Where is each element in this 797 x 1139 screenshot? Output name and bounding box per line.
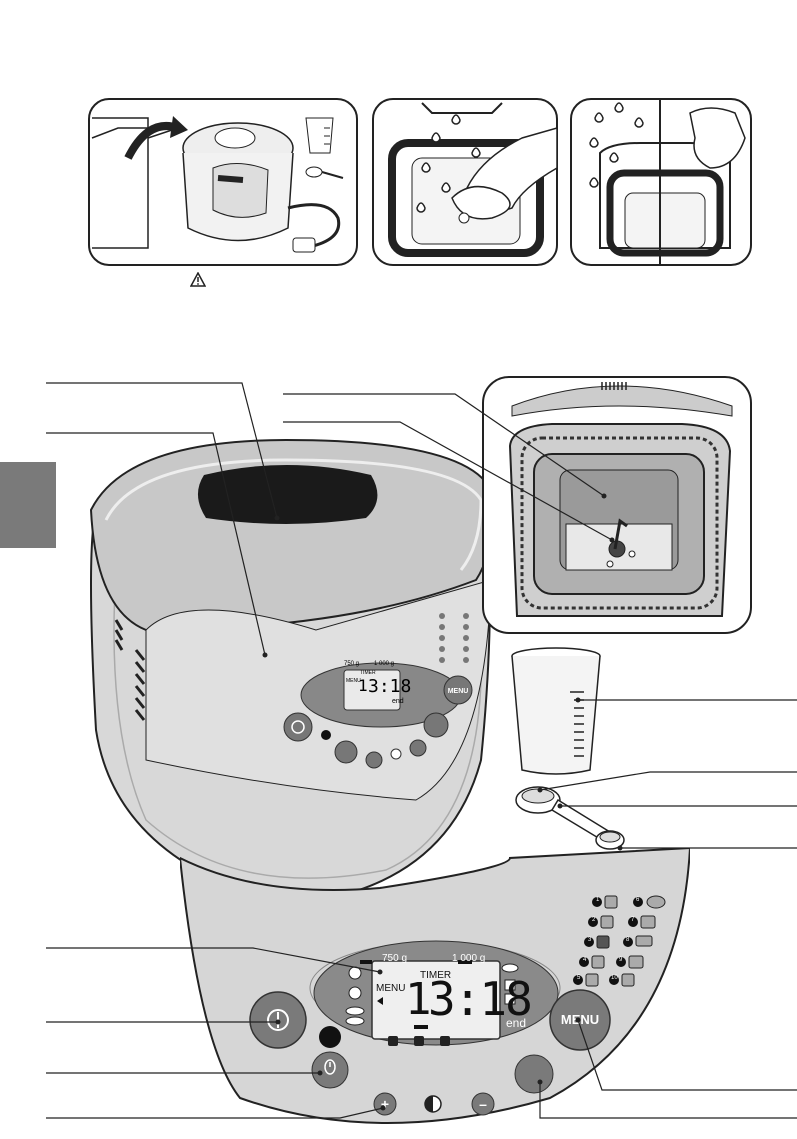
small-end-label: end [392, 698, 404, 705]
section-tab [0, 462, 56, 548]
inset-open-interior [482, 376, 752, 634]
warning-icon [190, 272, 206, 287]
kneading-icon [324, 1059, 336, 1075]
step-illustration-wipe-interior [570, 98, 752, 266]
small-menu-label: MENU [346, 678, 361, 684]
program-2: 2 [592, 917, 596, 923]
measuring-cup-illustration [508, 646, 604, 778]
end-label: end [506, 1016, 527, 1030]
measuring-spoon-illustration [510, 782, 634, 862]
minus-button[interactable]: – [479, 1096, 487, 1112]
program-6: 6 [636, 897, 640, 903]
program-3: 3 [588, 937, 592, 943]
start-stop-button[interactable] [312, 1052, 348, 1088]
program-4: 4 [583, 957, 587, 963]
small-time: 3:18 [368, 676, 412, 697]
small-menu-button-label: MENU [448, 688, 469, 695]
time-readout: 3:18 [428, 972, 533, 1026]
program-9: 9 [619, 957, 623, 963]
weight-label-750: 750 g [382, 953, 408, 964]
step-illustration-wipe-pan [372, 98, 558, 266]
menu-label: MENU [376, 983, 406, 994]
program-1: 1 [596, 897, 600, 903]
program-7: 7 [631, 917, 635, 923]
program-number: 1 [405, 974, 432, 1025]
bread-maker-illustration: MENU [86, 430, 496, 926]
control-panel-detail [180, 848, 690, 1139]
small-display: 750 g 1 000 g TIMER MENU 1 3:18 end [344, 661, 411, 710]
timer-label: TIMER [420, 970, 452, 981]
program-list: 1 6 2 7 3 8 4 9 5 10 [577, 895, 710, 985]
program-10: 10 [611, 975, 618, 981]
step-illustration-unpack [88, 98, 358, 266]
program-8: 8 [626, 937, 630, 943]
weight-label-1000: 1 000 g [452, 953, 486, 964]
small-program-digit: 1 [358, 676, 368, 695]
small-timer-label: TIMER [360, 670, 376, 676]
small-weight-750: 750 g [344, 661, 360, 667]
plus-button[interactable]: + [380, 1096, 390, 1112]
small-weight-1000: 1 000 g [374, 661, 395, 667]
program-5: 5 [577, 975, 581, 981]
